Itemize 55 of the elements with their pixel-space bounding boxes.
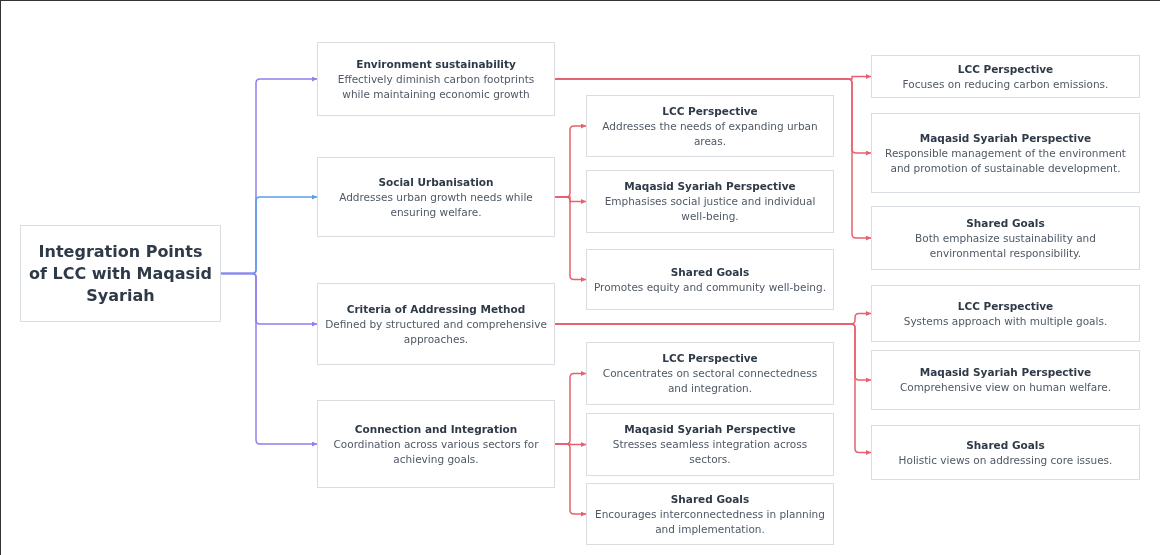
box-description: Systems approach with multiple goals. [903, 313, 1108, 329]
connector-arrow [554, 78, 872, 241]
box-heading: Shared Goals [670, 491, 750, 507]
topic-box [586, 342, 834, 405]
connector-arrow [554, 323, 872, 455]
box-description: Comprehensive view on human welfare. [899, 380, 1112, 395]
box-heading: Maqasid Syariah Perspective [919, 130, 1092, 146]
topic-box [586, 95, 834, 157]
box-heading: Criteria of Addressing Method [346, 301, 526, 317]
box-heading: LCC Perspective [662, 351, 758, 366]
box-description: Both emphasize sustainability and environmental responsibility. [914, 230, 1097, 261]
box-heading: LCC Perspective [957, 61, 1054, 77]
box-heading: Environment sustainability [356, 56, 516, 72]
box-heading: Shared Goals [966, 215, 1045, 231]
topic-box [871, 285, 1140, 342]
box-heading: Integration Points of LCC with Maqasid Syariah [27, 240, 214, 307]
box-description: Effectively diminish carbon footprints while maintaining economic growth [336, 71, 536, 102]
topic-box [871, 350, 1140, 410]
connector-arrow [554, 443, 587, 517]
box-description: Addresses the needs of expanding urban areas. [601, 118, 819, 149]
topic-box [586, 483, 834, 545]
box-description: Responsible management of the environment and promotion of sustainable development. [884, 145, 1127, 176]
box-description: Defined by structured and comprehensive approaches. [324, 316, 548, 347]
box-heading: Shared Goals [966, 437, 1045, 453]
box-description: Addresses urban growth needs while ensuring welfare. [338, 189, 534, 220]
topic-box [871, 113, 1140, 193]
box-description: Promotes equity and community well-being. [593, 279, 827, 295]
root-box [20, 225, 221, 322]
topic-box [586, 170, 834, 233]
box-heading: Shared Goals [670, 264, 750, 280]
connector-arrow [554, 196, 587, 282]
box-description: Holistic views on addressing core issues. [898, 452, 1113, 468]
box-description: Stresses seamless integration across sectors. [611, 437, 809, 467]
topic-box [317, 400, 555, 488]
box-description: Coordination across various sectors for achieving goals. [332, 436, 540, 467]
box-description: Concentrates on sectoral connectedness and integration. [601, 366, 819, 396]
topic-box [317, 157, 555, 237]
topic-box [586, 249, 834, 310]
topic-box [317, 42, 555, 116]
box-heading: Social Urbanisation [378, 174, 494, 190]
box-description: Emphasises social justice and individual well-being. [603, 194, 817, 224]
connector-arrow [220, 272, 318, 447]
box-heading: LCC Perspective [662, 103, 758, 119]
topic-box [317, 283, 555, 365]
topic-box [871, 206, 1140, 270]
box-heading: Maqasid Syariah Perspective [624, 422, 796, 437]
box-heading: Connection and Integration [354, 421, 518, 437]
box-description: Focuses on reducing carbon emissions. [902, 76, 1109, 92]
topic-box [871, 425, 1140, 480]
box-heading: LCC Perspective [957, 298, 1054, 314]
box-heading: Maqasid Syariah Perspective [624, 179, 796, 194]
box-heading: Maqasid Syariah Perspective [919, 365, 1092, 380]
box-description: Encourages interconnectedness in planning and implementation. [594, 506, 826, 537]
topic-box [871, 55, 1140, 98]
topic-box [586, 413, 834, 476]
